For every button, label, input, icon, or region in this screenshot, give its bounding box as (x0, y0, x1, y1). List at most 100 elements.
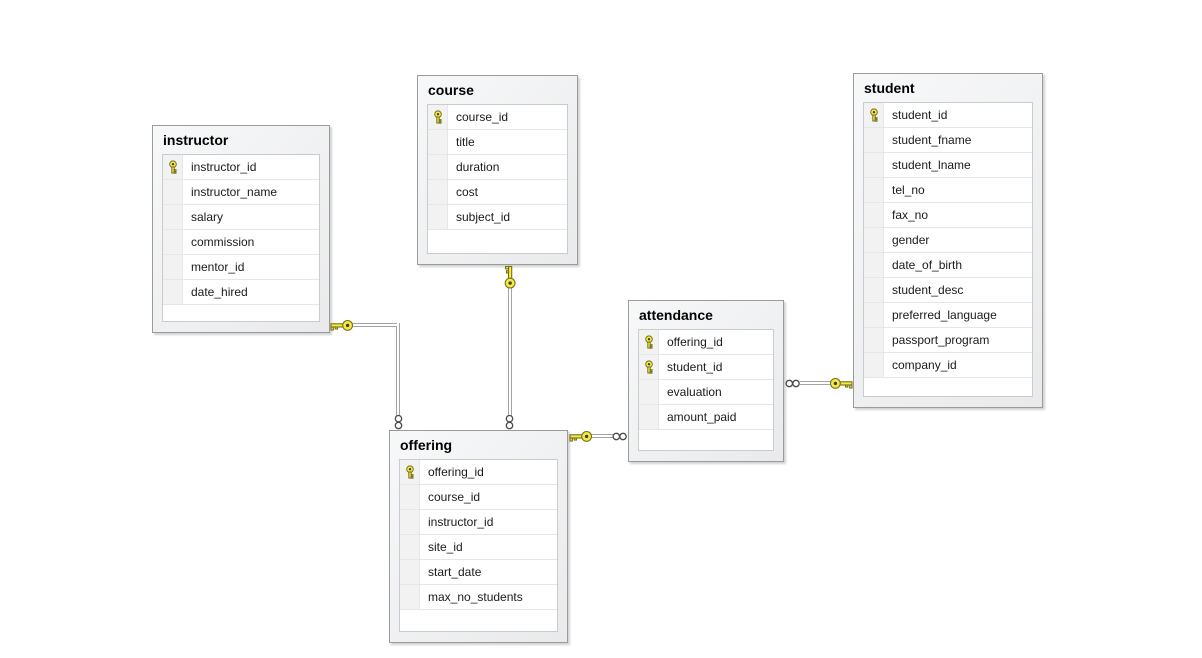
column-name: cost (456, 185, 479, 199)
row-icon-cell (864, 178, 884, 202)
column-name: evaluation (667, 385, 722, 399)
table-row[interactable]: student_id (639, 355, 773, 380)
row-icon-cell (864, 353, 884, 377)
entity-table-student[interactable]: student student_id student_fname student_l… (853, 73, 1043, 408)
primary-key-icon (864, 103, 884, 127)
table-row[interactable]: student_lname (864, 153, 1032, 178)
table-row[interactable]: max_no_students (400, 585, 557, 610)
table-row[interactable]: preferred_language (864, 303, 1032, 328)
table-row[interactable]: salary (163, 205, 319, 230)
table-row[interactable]: gender (864, 228, 1032, 253)
column-name: instructor_id (428, 515, 494, 529)
table-row[interactable]: cost (428, 180, 567, 205)
table-row[interactable]: company_id (864, 353, 1032, 378)
row-icon-cell (428, 180, 448, 204)
column-name: preferred_language (892, 308, 997, 322)
table-title: student (864, 80, 915, 96)
column-name: student_id (892, 108, 948, 122)
table-row[interactable]: start_date (400, 560, 557, 585)
table-row[interactable]: instructor_name (163, 180, 319, 205)
column-name: salary (191, 210, 224, 224)
table-title: attendance (639, 307, 713, 323)
column-grid: offering_id student_id evaluation amount_pa… (638, 329, 774, 451)
column-name: date_of_birth (892, 258, 963, 272)
relationship-line[interactable] (591, 434, 613, 438)
column-name: max_no_students (428, 590, 523, 604)
column-name: title (456, 135, 475, 149)
row-icon-cell (639, 405, 659, 429)
table-row[interactable]: instructor_id (163, 155, 319, 180)
row-icon-cell (864, 303, 884, 327)
row-icon-cell (400, 535, 420, 559)
table-row[interactable]: passport_program (864, 328, 1032, 353)
table-row[interactable]: mentor_id (163, 255, 319, 280)
table-row[interactable]: amount_paid (639, 405, 773, 430)
column-name: commission (191, 235, 255, 249)
relationship-line[interactable] (508, 288, 512, 416)
column-name: subject_id (456, 210, 511, 224)
table-row[interactable]: subject_id (428, 205, 567, 230)
column-name: start_date (428, 565, 482, 579)
row-icon-cell (163, 180, 183, 204)
column-name: instructor_name (191, 185, 278, 199)
row-icon-cell (639, 380, 659, 404)
table-row[interactable]: course_id (428, 105, 567, 130)
row-icon-cell (864, 328, 884, 352)
row-icon-cell (400, 485, 420, 509)
column-name: duration (456, 160, 500, 174)
row-icon-cell (163, 255, 183, 279)
table-row[interactable]: date_hired (163, 280, 319, 305)
table-row[interactable]: site_id (400, 535, 557, 560)
table-row[interactable]: tel_no (864, 178, 1032, 203)
table-row[interactable]: offering_id (639, 330, 773, 355)
table-row[interactable]: title (428, 130, 567, 155)
column-name: site_id (428, 540, 463, 554)
table-row[interactable]: offering_id (400, 460, 557, 485)
relationship-line[interactable] (800, 381, 831, 385)
infinity-icon (394, 414, 403, 430)
table-row[interactable]: course_id (400, 485, 557, 510)
table-row[interactable]: instructor_id (400, 510, 557, 535)
column-name: student_fname (892, 133, 972, 147)
row-icon-cell (864, 128, 884, 152)
table-row[interactable]: fax_no (864, 203, 1032, 228)
key-icon (829, 377, 853, 389)
column-name: student_lname (892, 158, 971, 172)
relationship-line[interactable] (396, 323, 400, 416)
column-name: course_id (428, 490, 481, 504)
table-row[interactable]: student_fname (864, 128, 1032, 153)
relationship-line[interactable] (352, 323, 397, 327)
column-name: tel_no (892, 183, 925, 197)
entity-table-attendance[interactable]: attendance offering_id student_id evaluati… (628, 300, 784, 462)
row-icon-cell (428, 205, 448, 229)
row-icon-cell (864, 203, 884, 227)
column-name: date_hired (191, 285, 248, 299)
primary-key-icon (428, 105, 448, 129)
column-grid: student_id student_fname student_lname tel_… (863, 102, 1033, 397)
table-row[interactable]: date_of_birth (864, 253, 1032, 278)
table-row[interactable]: commission (163, 230, 319, 255)
table-row[interactable]: student_desc (864, 278, 1032, 303)
primary-key-icon (163, 155, 183, 179)
column-name: fax_no (892, 208, 929, 222)
row-icon-cell (400, 585, 420, 609)
primary-key-icon (639, 355, 659, 379)
column-name: mentor_id (191, 260, 245, 274)
column-name: offering_id (667, 335, 723, 349)
column-name: student_desc (892, 283, 964, 297)
table-row[interactable]: evaluation (639, 380, 773, 405)
key-icon (569, 430, 593, 442)
table-row[interactable]: student_id (864, 103, 1032, 128)
column-name: passport_program (892, 333, 990, 347)
column-name: amount_paid (667, 410, 737, 424)
row-icon-cell (864, 153, 884, 177)
table-title: course (428, 82, 474, 98)
table-row[interactable]: duration (428, 155, 567, 180)
column-name: student_id (667, 360, 723, 374)
infinity-icon (505, 414, 514, 430)
